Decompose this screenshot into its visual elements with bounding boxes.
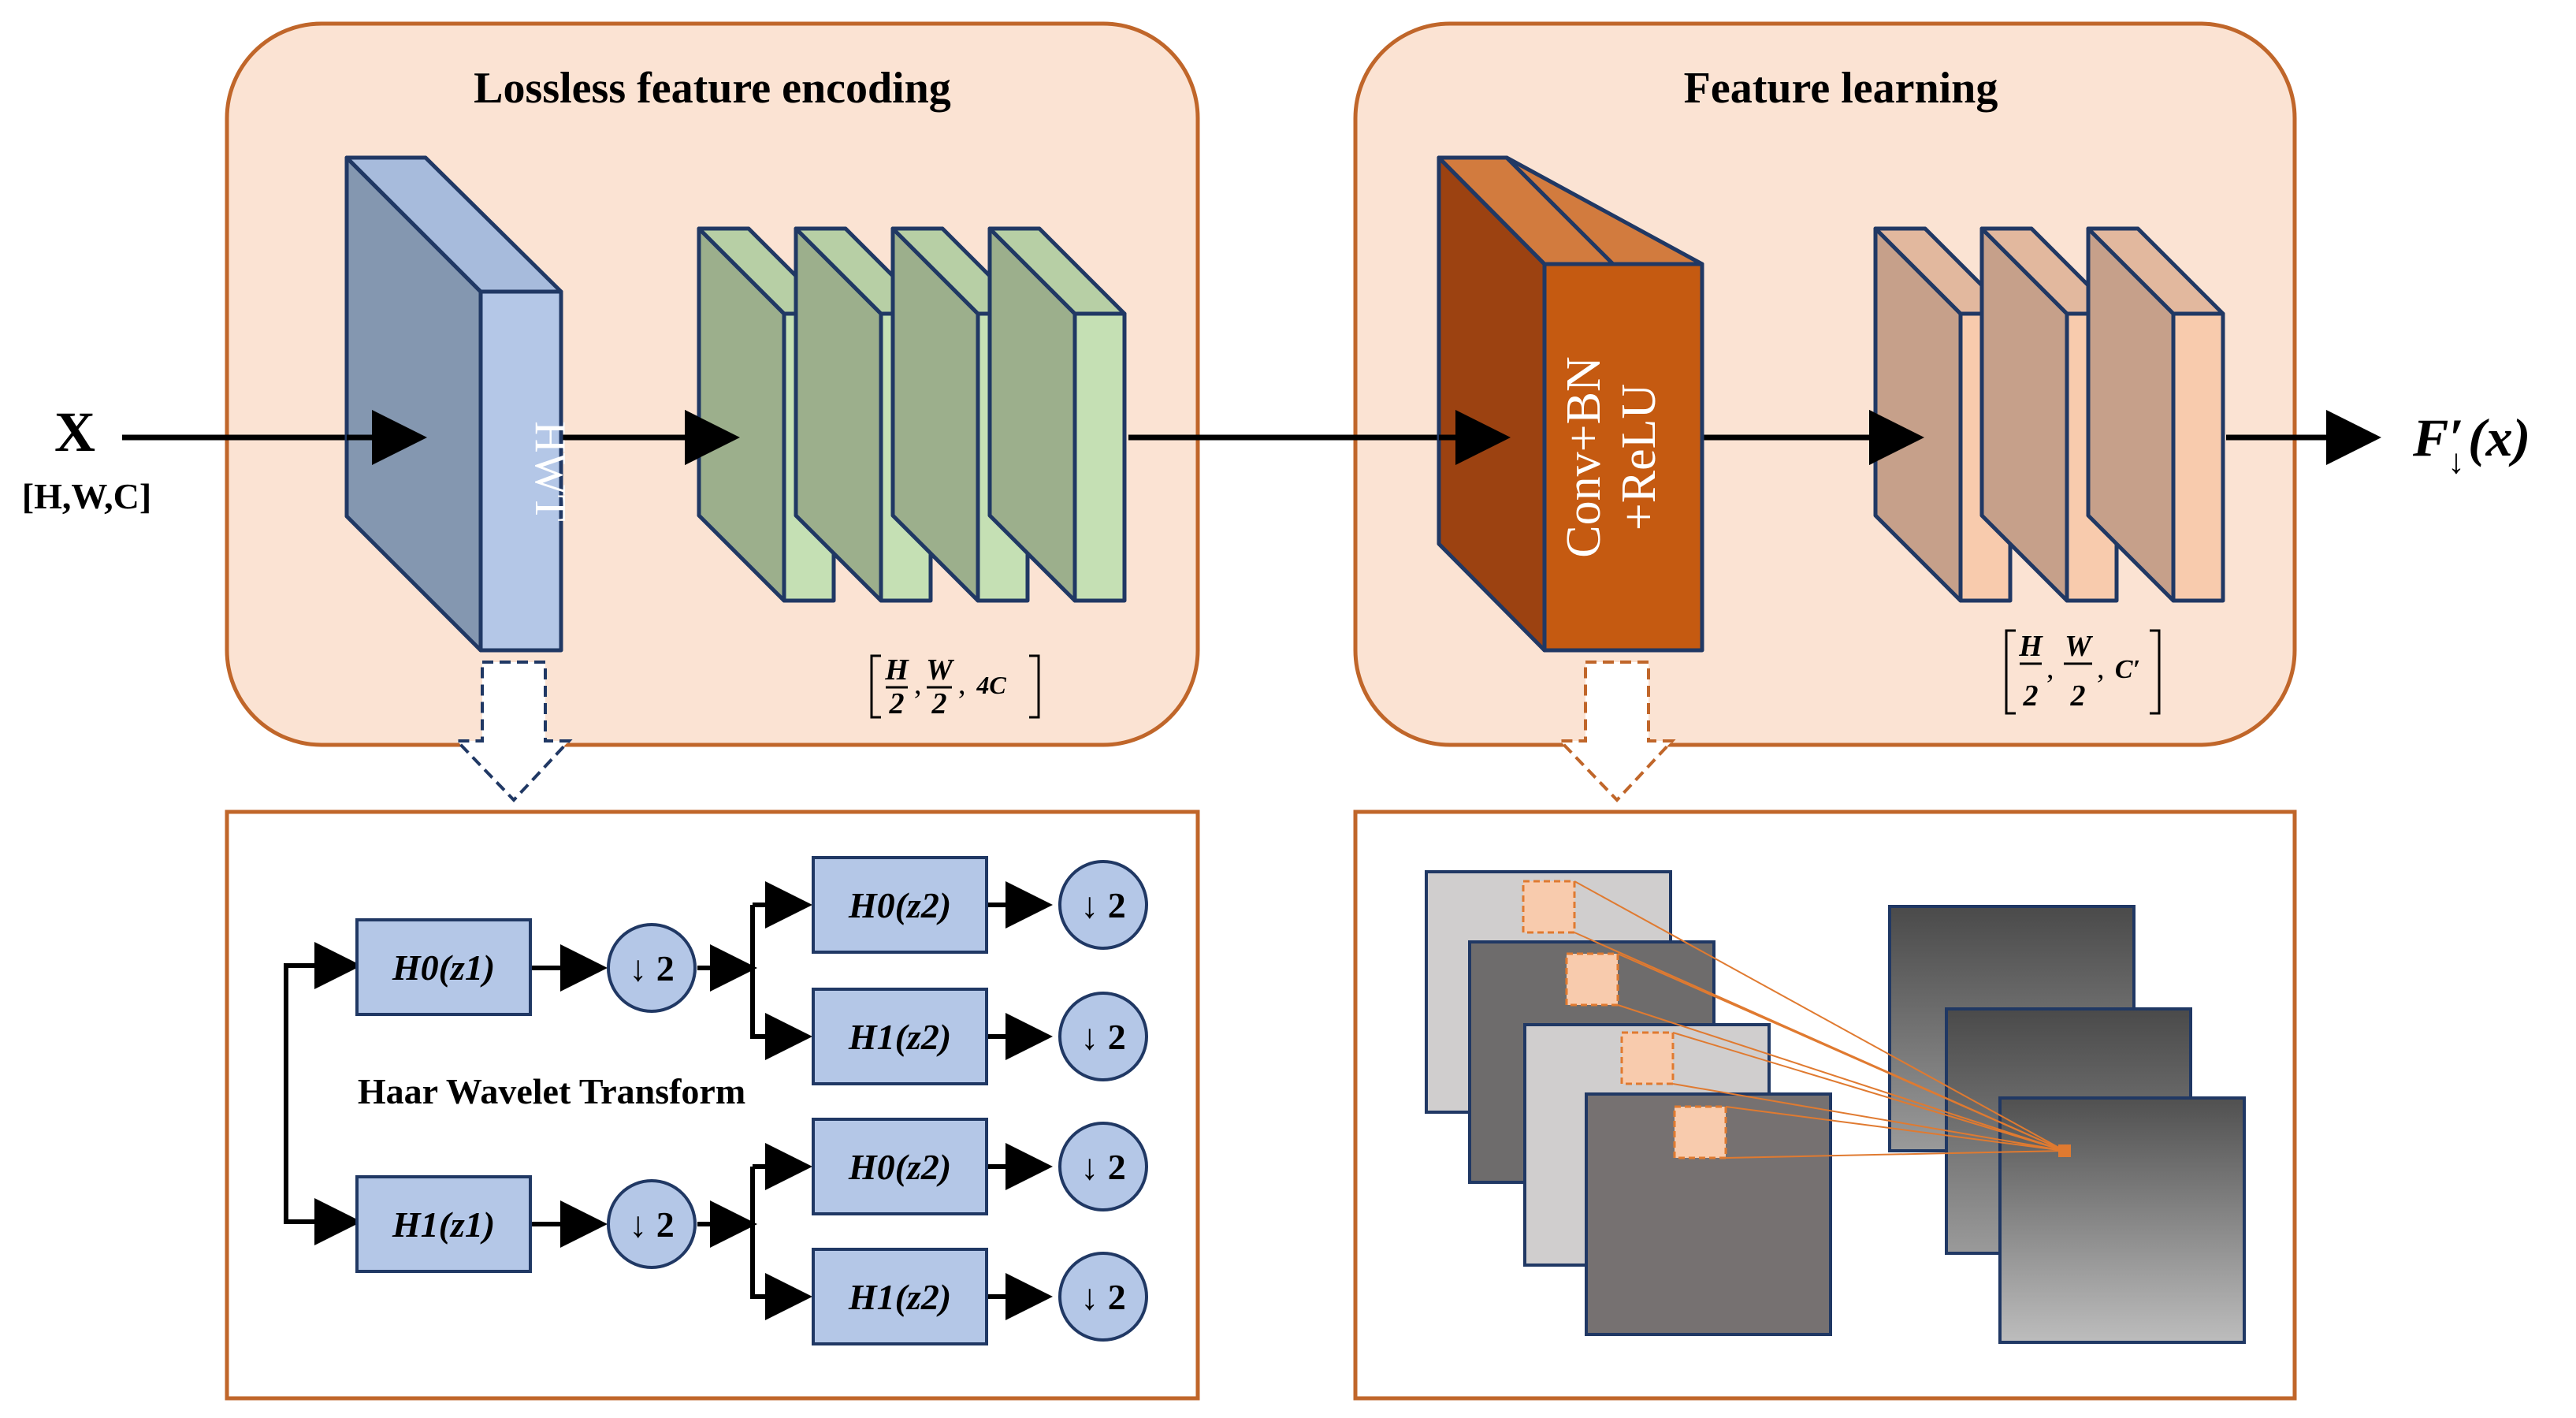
conv-label-line1: Conv+BN [1557,356,1611,557]
encoding-dims: H 2 , W 2 , 4C [870,653,1040,720]
output-feature-maps [1888,905,2246,1344]
downsample-label: ↓ 2 [1080,1147,1126,1187]
hwt-block [344,155,563,653]
encoding-panel-title: Lossless feature encoding [474,64,951,113]
output-symbol: F′ [2412,408,2463,467]
hwt-label: HWT [526,421,574,522]
filter-label: H1(z1) [392,1204,495,1245]
encoded-feature-stack [697,226,1127,603]
input-symbol: X [54,400,95,463]
filter-box-h1z2-lower: H1(z2) [812,1248,988,1345]
kernel-window [1673,1105,1727,1159]
filter-box-h0z2-upper: H0(z2) [812,856,988,954]
filter-box-h0z2-lower: H0(z2) [812,1118,988,1215]
kernel-window [1565,952,1619,1007]
filter-box-h1z1: H1(z1) [355,1175,532,1273]
filter-box-h1z2-upper: H1(z2) [812,988,988,1085]
learn-dim-num1: H [2018,630,2043,663]
output-arg: (x) [2468,408,2530,467]
conv-label-line2: +ReLU [1612,384,1666,530]
learn-dim-den1: 2 [2023,679,2039,713]
conv-block [1437,155,1704,653]
output-label: F′ ↓ (x) [2412,408,2530,481]
svg-text:,: , [958,668,966,701]
input-shape: [H,W,C] [22,476,151,516]
kernel-windows [1522,880,1727,1159]
downsample-label: ↓ 2 [1080,885,1126,925]
filter-label: H1(z2) [848,1277,951,1317]
kernel-window [1620,1031,1675,1085]
learning-dims: H 2 , W 2 , C′ [2005,629,2161,715]
output-map [1998,1096,2246,1344]
wavelet-title: Haar Wavelet Transform [358,1071,745,1111]
enc-dim-num2: W [926,653,955,687]
learning-panel-title: Feature learning [1684,64,1998,113]
wavelet-connectors [284,881,1053,1320]
filter-label: H0(z2) [848,885,951,925]
filter-box-h0z1: H0(z1) [355,918,532,1016]
conv-callout [1556,661,1676,802]
output-subscript: ↓ [2448,442,2465,481]
downsample-label: ↓ 2 [1080,1277,1126,1317]
filter-label: H0(z2) [848,1147,951,1187]
receptive-field-lines [1574,880,2065,1159]
svg-text:,: , [2046,652,2054,685]
downsample-labels: ↓ 2 ↓ 2 ↓ 2 ↓ 2 ↓ 2 ↓ 2 [629,885,1126,1317]
output-pixel [2058,1144,2071,1157]
downsample-label: ↓ 2 [629,1204,675,1245]
downsample-circles [607,860,1148,1342]
learn-dim-den2: 2 [2070,679,2086,713]
enc-dim-den2: 2 [931,687,947,720]
enc-dim-den1: 2 [889,687,905,720]
enc-dim-channels: 4C [976,671,1006,699]
enc-dim-num1: H [884,653,909,687]
learn-dim-channels: C′ [2115,655,2140,684]
encoded-feature-slice [987,226,1127,603]
learned-feature-slice [2086,226,2225,603]
learn-dim-num2: W [2065,630,2094,663]
downsample-label: ↓ 2 [1080,1017,1126,1057]
svg-text:,: , [914,668,922,701]
kernel-window [1522,880,1576,934]
filter-label: H1(z2) [848,1017,951,1057]
filter-label: H0(z1) [392,947,495,988]
hwt-callout [453,661,573,802]
learned-feature-stack [1873,226,2225,603]
svg-text:,: , [2097,652,2105,685]
downsample-label: ↓ 2 [629,948,675,988]
